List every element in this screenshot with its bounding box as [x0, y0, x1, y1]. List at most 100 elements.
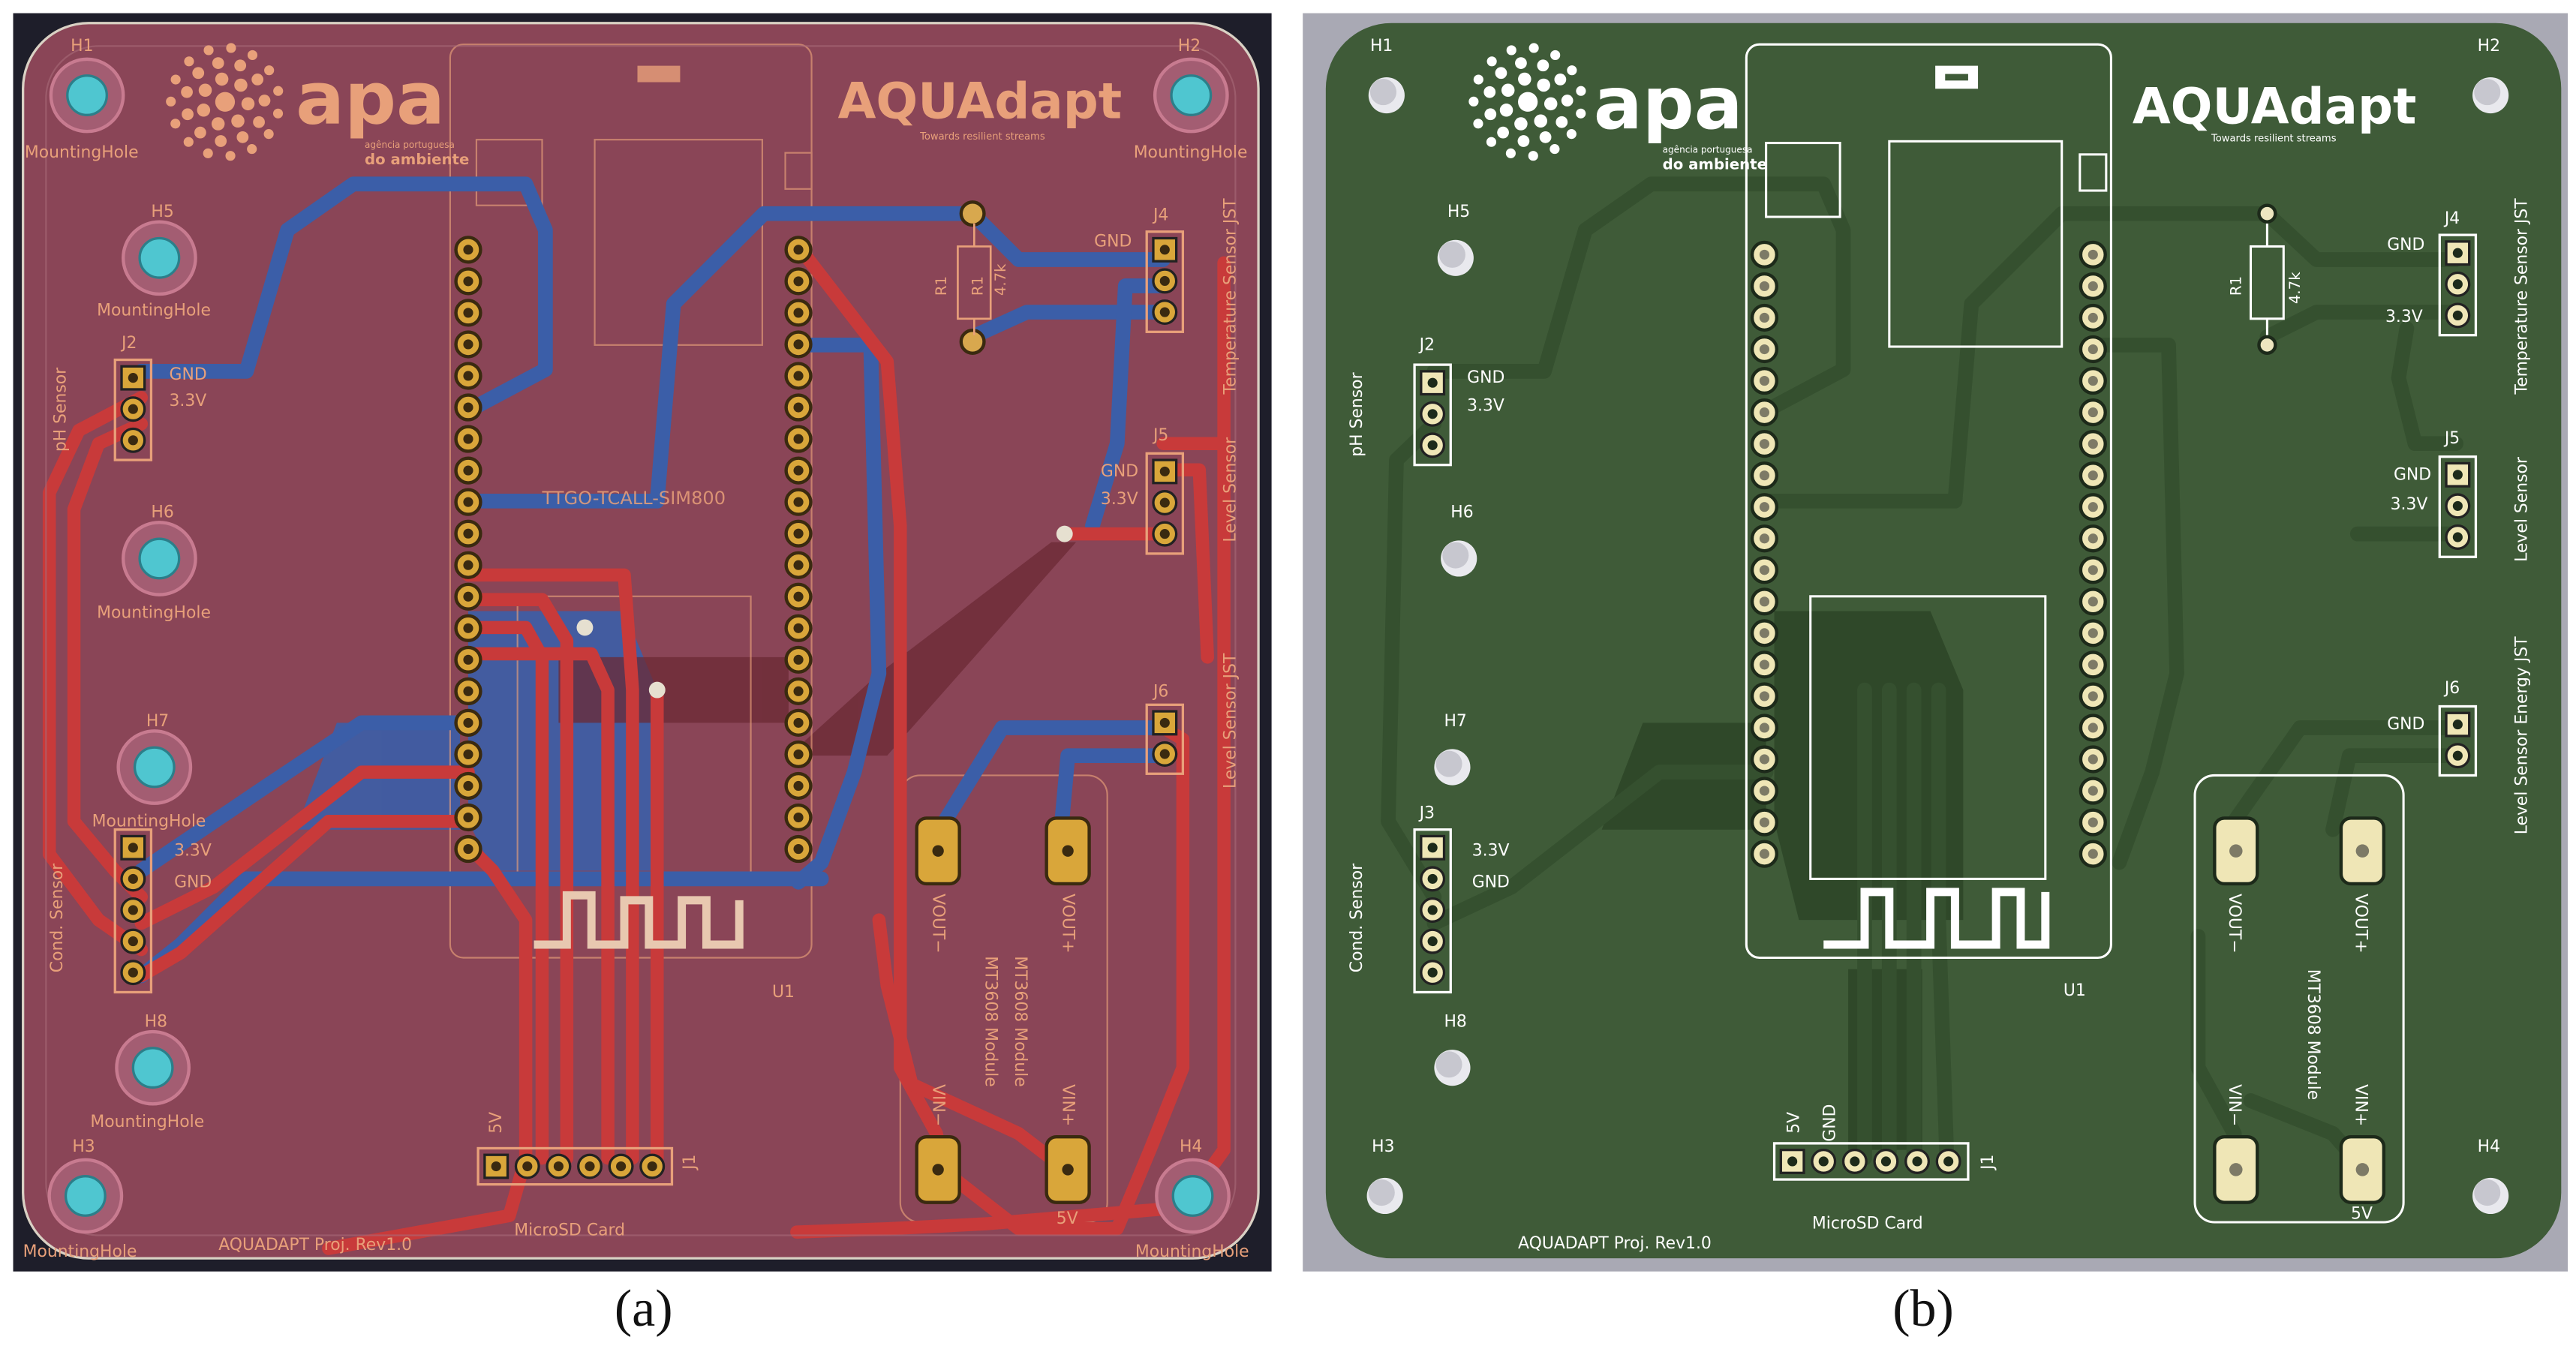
hole-ref: H3: [1372, 1137, 1394, 1156]
j2-ref: J2: [120, 334, 137, 353]
j2-33v: 3.3V: [170, 392, 207, 410]
r1-ref-inner: R1: [969, 276, 986, 296]
mounting-hole: [1441, 540, 1477, 577]
j4-gnd-b: GND: [2387, 236, 2424, 254]
module-pins: [454, 236, 813, 864]
j2-33v-b: 3.3V: [1467, 396, 1504, 415]
r1-value: 4.7k: [992, 263, 1009, 296]
mounting-hole: [1434, 749, 1471, 786]
aquadapt-logo: AQUAdapt: [838, 74, 1123, 131]
connector-housing: [1145, 230, 1185, 333]
hole-label: MountingHole: [97, 603, 211, 622]
j3-gnd-b: GND: [1472, 873, 1510, 891]
cond-sensor-label: Cond. Sensor: [48, 864, 67, 972]
module-pins-b: [1750, 240, 2107, 868]
j3-ref-b: J3: [1418, 804, 1435, 822]
caption-b: (b): [1892, 1280, 1954, 1338]
board-outline: [22, 22, 1260, 1260]
mounting-hole: [1434, 1050, 1471, 1086]
j3-33v-b: 3.3V: [1472, 842, 1510, 861]
connector-housing: [1413, 363, 1452, 467]
vout-minus-label-b: VOUT−: [2225, 894, 2244, 954]
hole-ref: H4: [2478, 1137, 2500, 1156]
j5-ref-b: J5: [2443, 429, 2460, 448]
antenna-meander: [534, 891, 744, 949]
traces-under-mask: [1381, 176, 2464, 1179]
mounting-hole-drill: [133, 746, 176, 789]
vout-plus-label: VOUT+: [1059, 894, 1078, 954]
connector-housing: [1145, 703, 1185, 775]
connectors-b: [1413, 233, 2478, 1181]
mounting-holes-b: [1366, 77, 2509, 1215]
j2-gnd: GND: [170, 365, 207, 384]
connector-housing: [476, 1146, 674, 1186]
hole-ref: H3: [72, 1137, 95, 1156]
j4-ref-b: J4: [2443, 209, 2460, 228]
vin-5v: 5V: [1057, 1209, 1078, 1228]
level-sensor-label: Level Sensor: [1221, 437, 1240, 542]
j1-ref-b: J1: [1979, 1155, 1997, 1171]
inner-clearance: [45, 45, 1237, 1236]
j2-ref-b: J2: [1418, 335, 1435, 354]
mounting-hole: [2472, 1177, 2509, 1215]
j5-ref: J5: [1152, 426, 1168, 445]
hole-label: MountingHole: [1135, 1242, 1249, 1261]
via: [959, 328, 986, 355]
connector-housing: [2438, 455, 2478, 558]
j5-33v-b: 3.3V: [2391, 495, 2428, 514]
j2-gnd-b: GND: [1467, 368, 1504, 387]
antenna-pad: [637, 65, 681, 83]
j6-ref: J6: [1152, 682, 1168, 701]
temp-sensor-label-b: Temperature Sensor JST: [2512, 198, 2531, 395]
mounting-hole: [1437, 239, 1474, 276]
j5-gnd-b: GND: [2394, 465, 2431, 484]
mounting-hole-drill: [138, 236, 181, 279]
hole-label: MountingHole: [1134, 143, 1248, 162]
hole-label: MountingHole: [25, 143, 139, 162]
u1-label: U1: [772, 983, 795, 1002]
apa-logo-sub: agência portuguesa: [365, 140, 455, 150]
j1-5v-b: 5V: [1784, 1112, 1803, 1134]
vin-5v-b: 5V: [2351, 1205, 2373, 1224]
mounting-hole: [1368, 77, 1405, 114]
hole-ref: H8: [1444, 1012, 1466, 1031]
cond-sensor-label-b: Cond. Sensor: [1348, 864, 1366, 972]
mounting-hole-drill: [64, 1175, 107, 1217]
hole-ref: H8: [145, 1012, 167, 1031]
j5-gnd: GND: [1101, 462, 1138, 481]
j1-ref: J1: [681, 1155, 699, 1171]
mounting-hole: [2472, 77, 2509, 114]
caption-a: (a): [615, 1280, 673, 1338]
panel-a-pcb-layout: apa agência portuguesa do ambiente AQUAd…: [13, 13, 1272, 1272]
hole-label: MountingHole: [90, 1113, 204, 1131]
j1-5v: 5V: [487, 1112, 506, 1134]
front-traces: [42, 239, 1231, 1255]
r1-ref-b: R1: [2227, 276, 2244, 296]
j3-gnd: GND: [174, 873, 212, 891]
hole-label: MountingHole: [92, 812, 206, 831]
apa-logo-mark: [166, 43, 284, 161]
via: [1056, 525, 1073, 542]
copper-pour-front: [558, 542, 1077, 756]
mt3608-label-b: MT3608 Module: [2304, 969, 2322, 1100]
apa-logo-text: apa: [296, 56, 445, 140]
hole-ref: H2: [2478, 37, 2500, 56]
footer-label: AQUADAPT Proj. Rev1.0: [218, 1236, 412, 1254]
vin-minus-label: VIN−: [929, 1084, 948, 1126]
vias: [576, 200, 1073, 699]
hole-ref: H1: [1370, 37, 1393, 56]
via: [576, 619, 594, 636]
j4-gnd: GND: [1094, 232, 1132, 251]
connector-housing: [113, 828, 153, 994]
hole-label: MountingHole: [97, 301, 211, 320]
connector-housing: [2438, 233, 2478, 337]
aquadapt-logo-b: AQUAdapt: [2133, 78, 2417, 135]
mounting-hole-drill: [1170, 74, 1213, 116]
aquadapt-sub-b: Towards resilient streams: [2211, 133, 2337, 144]
hole-ref: H5: [151, 203, 173, 221]
microsd-label: MicroSD Card: [514, 1221, 625, 1239]
hole-ref: H4: [1180, 1137, 1202, 1156]
connectors: [113, 230, 1185, 1186]
vin-plus-label-b: VIN+: [2352, 1084, 2370, 1126]
